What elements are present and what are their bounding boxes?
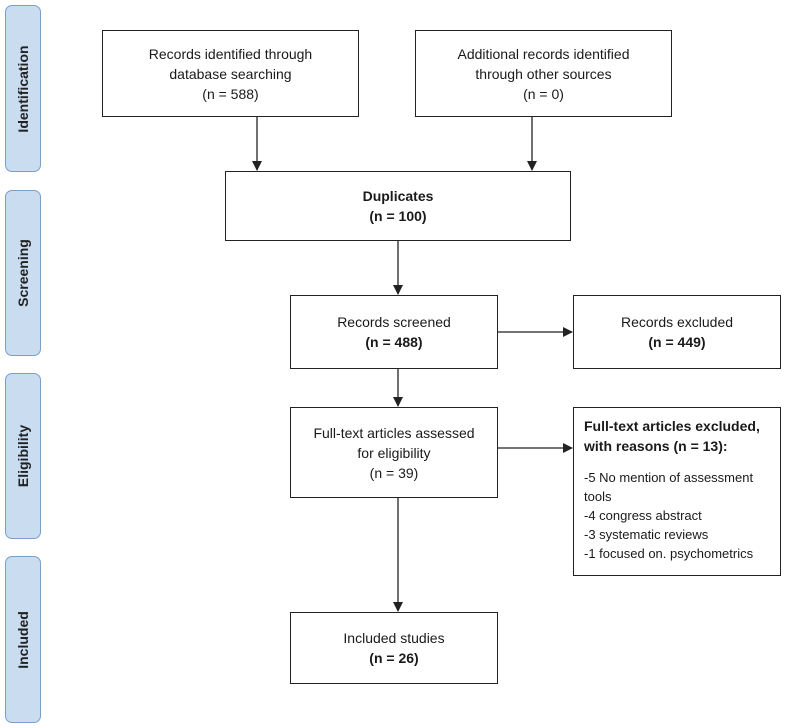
screened-label: Records screened <box>337 314 451 330</box>
phase-eligibility: Eligibility <box>5 373 41 539</box>
included-count: (n = 26) <box>369 650 419 666</box>
excluded-count: (n = 449) <box>648 334 706 350</box>
fulltext-excluded-line2: with reasons (n = 13): <box>584 438 728 454</box>
phase-screening: Screening <box>5 190 41 356</box>
box-records-screened: Records screened (n = 488) <box>290 295 498 369</box>
other-sources-line2: through other sources <box>475 65 612 82</box>
fulltext-line2: for eligibility <box>357 444 431 461</box>
exclusion-reason: tools <box>584 489 612 504</box>
duplicates-label: Duplicates <box>362 188 434 204</box>
fulltext-excluded-line1: Full-text articles excluded, <box>584 418 760 434</box>
phase-identification: Identification <box>5 5 41 172</box>
db-search-line1: Records identified through <box>148 45 313 62</box>
exclusion-reason: -4 congress abstract <box>584 508 702 523</box>
duplicates-count: (n = 100) <box>369 208 427 224</box>
box-other-sources: Additional records identified through ot… <box>415 30 672 117</box>
exclusion-reason: -1 focused on. psychometrics <box>584 546 754 561</box>
box-fulltext-excluded: Full-text articles excluded, with reason… <box>573 407 781 576</box>
included-label: Included studies <box>343 630 445 646</box>
box-duplicates: Duplicates (n = 100) <box>225 171 571 241</box>
excluded-label: Records excluded <box>620 314 734 330</box>
box-included-studies: Included studies (n = 26) <box>290 612 498 684</box>
fulltext-line1: Full-text articles assessed <box>313 424 475 441</box>
other-sources-line1: Additional records identified <box>457 45 630 62</box>
exclusion-reasons-list: -5 No mention of assessment tools -4 con… <box>584 468 770 563</box>
screened-count: (n = 488) <box>365 334 423 350</box>
other-sources-count: (n = 0) <box>523 85 564 102</box>
exclusion-reason: -5 No mention of assessment <box>584 470 754 485</box>
fulltext-count: (n = 39) <box>369 464 419 481</box>
phase-included: Included <box>5 556 41 723</box>
db-search-line2: database searching <box>169 65 292 82</box>
box-database-search: Records identified through database sear… <box>102 30 359 117</box>
exclusion-reason: -3 systematic reviews <box>584 527 709 542</box>
box-records-excluded: Records excluded (n = 449) <box>573 295 781 369</box>
db-search-count: (n = 588) <box>202 85 259 102</box>
box-fulltext-assessed: Full-text articles assessed for eligibil… <box>290 407 498 498</box>
